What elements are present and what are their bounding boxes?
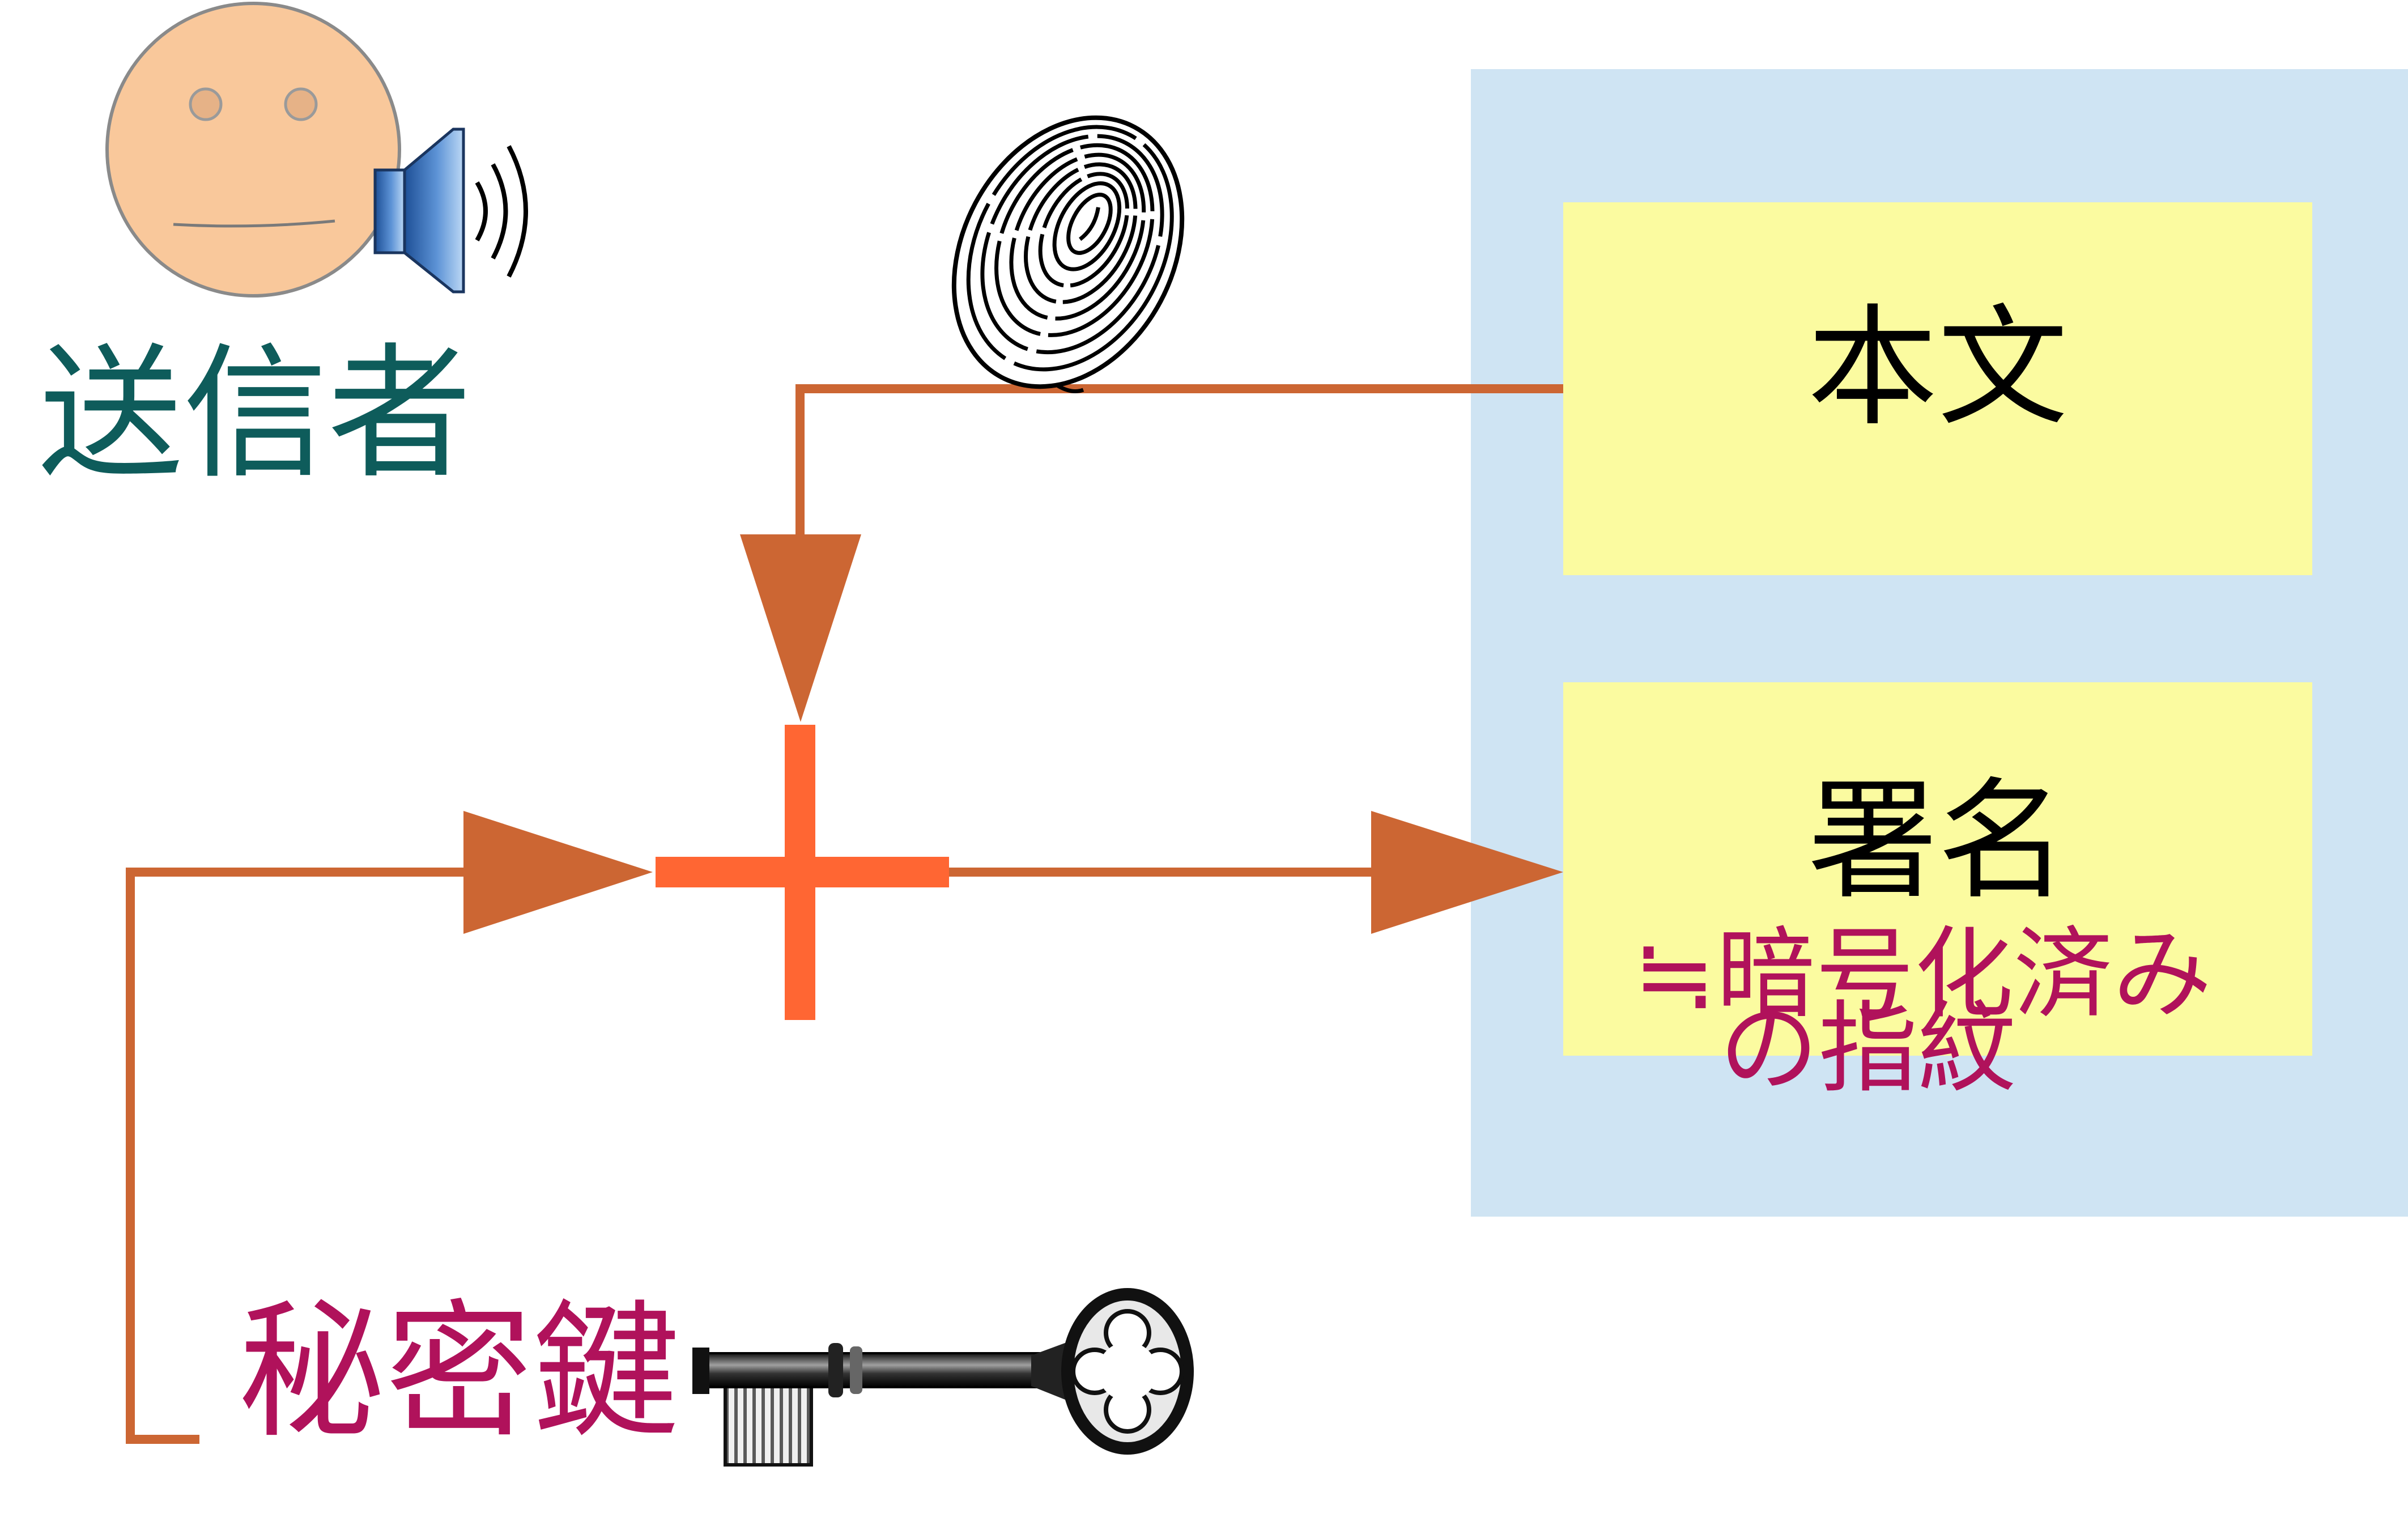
signature-note-line2: の指紋 — [1720, 992, 2017, 1107]
body-label: 本文 — [1807, 293, 2068, 444]
private-key-label: 秘密鍵 — [238, 1287, 680, 1458]
body-arrowhead — [740, 534, 861, 722]
signature-note-line1: ≒暗号化済み — [1633, 917, 2212, 1032]
face-icon — [105, 2, 401, 298]
signature-arrowhead — [1371, 811, 1563, 934]
fingerprint-icon — [951, 115, 1185, 394]
body-box — [1563, 202, 2312, 575]
sender-label: 送信者 — [39, 330, 472, 499]
plus-icon — [656, 725, 949, 1020]
body-to-operator-line — [795, 384, 1563, 544]
key-arrowhead — [463, 811, 653, 934]
key-icon — [692, 1288, 1194, 1467]
signature-label: 署名 — [1807, 766, 2068, 917]
key-to-operator-line — [126, 868, 470, 1444]
signature-box — [1563, 682, 2312, 1056]
speaker-icon — [373, 128, 528, 294]
